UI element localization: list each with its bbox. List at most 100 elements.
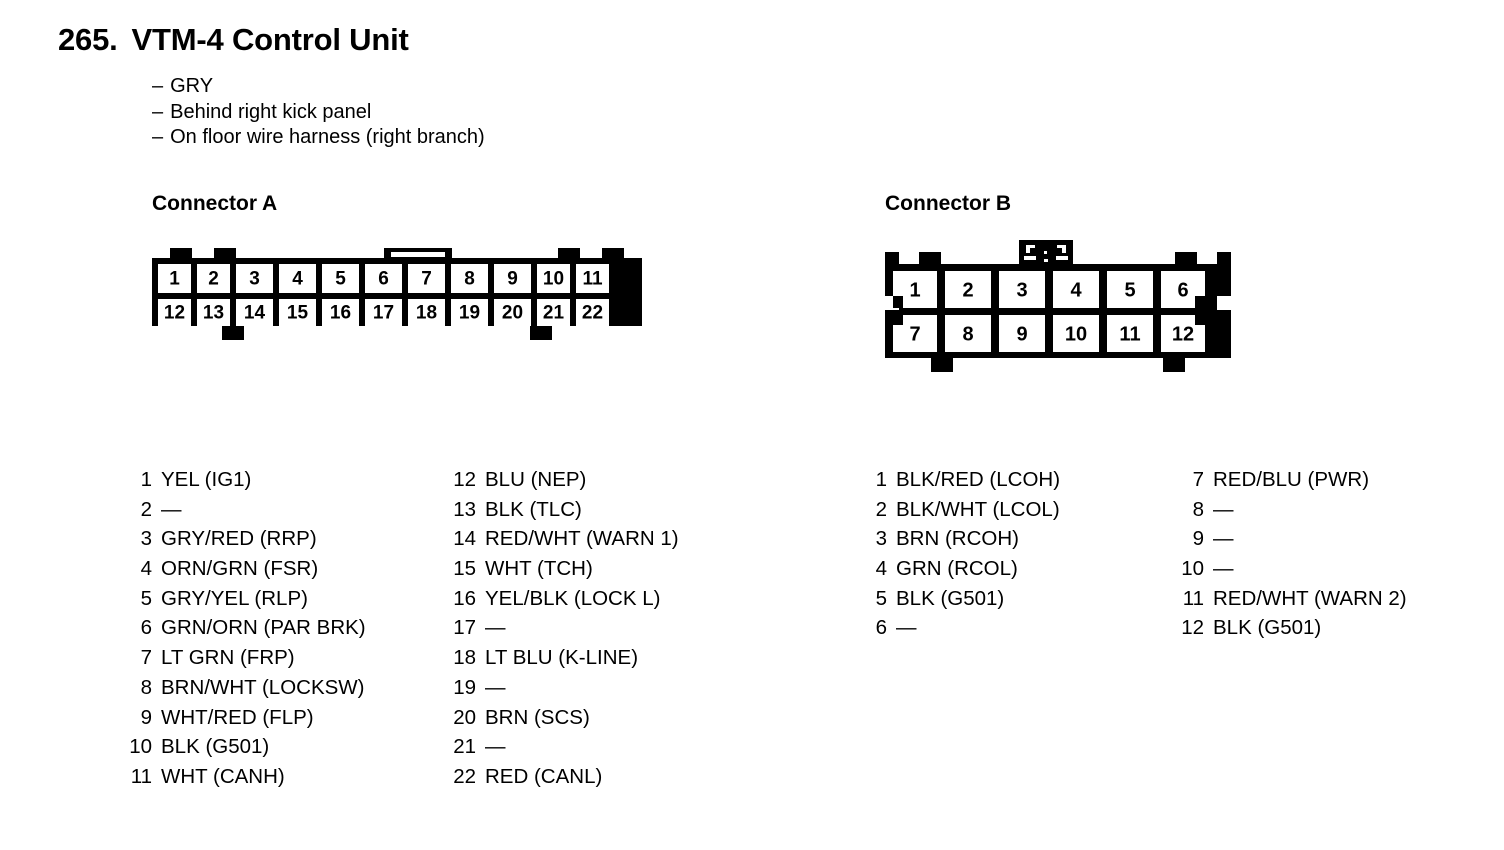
- connector-b-top-tab: [1175, 252, 1197, 266]
- pin-cell: [1053, 271, 1099, 308]
- pin-cell: [1053, 315, 1099, 352]
- pin-number: 8: [962, 323, 973, 345]
- pin-number: 11: [1119, 323, 1140, 345]
- pin-cell: [1107, 315, 1153, 352]
- connector-b-svg: 1 2 3 4 5 6 7 8 9 10 11 12: [885, 240, 1231, 372]
- pin-number: 20: [502, 303, 523, 324]
- pin-cell: [451, 299, 488, 326]
- pin-number: 17: [373, 303, 394, 324]
- latch-mark: [1062, 245, 1066, 253]
- pin-list-description: ORN/GRN (FSR): [161, 557, 319, 581]
- pin-list-number: 7: [140, 646, 152, 670]
- pin-cell: [576, 299, 609, 326]
- pin-list-number: 11: [130, 764, 152, 788]
- dash-icon: –: [152, 126, 164, 148]
- pin-list-description: BLK/RED (LCOH): [896, 468, 1061, 491]
- connector-note-text: Behind right kick panel: [170, 100, 372, 123]
- pin-list-description: BLK (G501): [1213, 616, 1322, 640]
- pin-list-description: —: [1213, 557, 1234, 581]
- pin-list-item: 2—: [126, 498, 366, 528]
- pin-list-description: YEL (IG1): [161, 468, 252, 491]
- pin-list-number: 8: [1192, 497, 1204, 521]
- pin-list-description: BRN (RCOH): [896, 527, 1019, 551]
- pin-list-number: 13: [453, 497, 476, 521]
- connector-b-heading: Connector B: [885, 192, 1011, 215]
- pin-number: 11: [582, 269, 603, 290]
- pin-cell: [945, 315, 991, 352]
- connector-a-diagram: 1 2 3 4 5 6 7 8 9 10 11 12 13 14 15 16 1…: [152, 248, 648, 348]
- pin-cell: [197, 264, 230, 293]
- pin-number: 9: [507, 269, 518, 290]
- pin-list-number: 2: [875, 497, 887, 521]
- connector-a-section: Connector A: [152, 192, 648, 348]
- pin-number: 5: [335, 269, 346, 290]
- connector-a-svg: 1 2 3 4 5 6 7 8 9 10 11 12 13 14 15 16 1…: [152, 248, 642, 340]
- pin-number: 1: [169, 269, 180, 290]
- pin-cell: [365, 299, 402, 326]
- connector-note: –GRY: [152, 74, 485, 100]
- pin-list-item: 11 WHT (CANH): [126, 765, 366, 795]
- pin-list-description: BLK (TLC): [485, 497, 582, 521]
- pin-list-number: 20: [453, 705, 476, 729]
- pin-list-number: 1: [140, 468, 152, 491]
- pin-number: 15: [287, 303, 309, 324]
- pin-list-number: 22: [453, 764, 476, 788]
- pin-list-number: 10: [129, 735, 152, 759]
- pin-number: 3: [249, 269, 260, 290]
- pin-list-number: 19: [453, 675, 476, 699]
- connector-b-bottom-tab: [1163, 352, 1185, 368]
- pin-list-number: 5: [140, 586, 152, 610]
- pin-number: 6: [1177, 279, 1188, 301]
- page-title: 265. VTM-4 Control Unit: [58, 22, 409, 58]
- pin-cell: [576, 264, 609, 293]
- pin-list-description: GRN (RCOL): [896, 557, 1018, 581]
- pin-cell: [197, 299, 230, 326]
- pin-list-description: WHT (TCH): [485, 557, 593, 581]
- pin-list-number: 8: [140, 675, 152, 699]
- pin-list-number: 15: [453, 557, 476, 581]
- pin-list-description: BLK (G501): [896, 586, 1005, 610]
- page-number: 265.: [58, 22, 118, 57]
- pin-number: 2: [208, 269, 219, 290]
- pin-cell: [999, 315, 1045, 352]
- pin-cell: [999, 271, 1045, 308]
- page-title-text: VTM-4 Control Unit: [131, 22, 409, 57]
- pin-list-description: RED/BLU (PWR): [1213, 468, 1370, 491]
- pin-number: 10: [543, 269, 564, 290]
- pin-cell: [365, 264, 402, 293]
- pin-list-number: 7: [1192, 468, 1204, 491]
- connector-a-top-tab-cutout: [391, 252, 445, 257]
- pin-number: 4: [292, 269, 303, 290]
- pin-list-number: 9: [140, 705, 152, 729]
- pin-list-description: WHT (CANH): [161, 764, 285, 788]
- pin-number: 10: [1065, 323, 1087, 345]
- pin-cell: [158, 299, 191, 326]
- pin-list-description: GRY/RED (RRP): [161, 527, 317, 551]
- pin-list-number: 10: [1181, 557, 1204, 581]
- pin-list-description: BLK (G501): [161, 735, 270, 759]
- pin-number: 12: [164, 303, 185, 324]
- pin-list-number: 12: [453, 468, 476, 491]
- pin-list-description: —: [1213, 497, 1234, 521]
- pin-list-description: YEL/BLK (LOCK L): [485, 586, 661, 610]
- pin-list-number: 3: [875, 527, 887, 551]
- pin-list-description: —: [161, 497, 182, 521]
- connector-a-heading: Connector A: [152, 192, 278, 215]
- pin-list-description: —: [485, 675, 506, 699]
- latch-mark: [1044, 251, 1047, 254]
- pin-list-item: 10 —: [1178, 557, 1407, 587]
- pin-list-number: 17: [453, 616, 476, 640]
- pin-list-number: 4: [875, 557, 887, 581]
